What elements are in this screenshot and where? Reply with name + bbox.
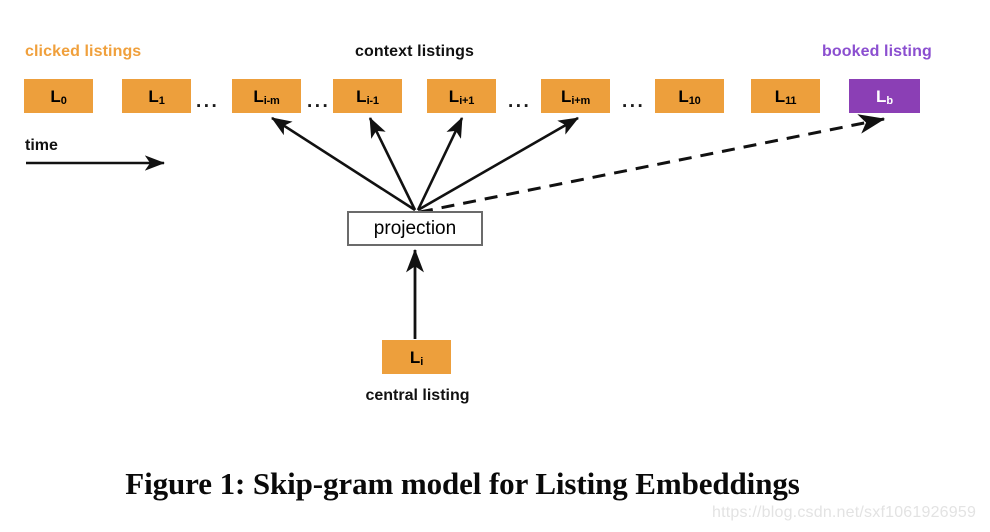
central-listing-label-subscript: i [420, 355, 424, 368]
booked-listing-label: booked listing [822, 43, 932, 60]
listing-label-subscript: b [886, 94, 893, 107]
listing-label-base: L [448, 86, 460, 106]
arrow-projection-to-li+1 [416, 117, 464, 211]
arrow-projection-to-li-1 [368, 117, 417, 211]
arrow-projection-to-li-m [271, 116, 416, 212]
listing-label-base: L [50, 86, 61, 106]
listing-label-base: L [774, 86, 786, 106]
listing-label-subscript: i-1 [366, 94, 379, 107]
clicked-listings-label: clicked listings [25, 43, 142, 60]
listing-label-subscript: i-m [263, 94, 280, 107]
ellipsis-1: ... [196, 91, 220, 112]
ellipsis-3: ... [508, 91, 532, 112]
central-listing-caption: central listing [365, 387, 470, 404]
time-axis-label: time [25, 137, 58, 154]
listing-label-subscript: 11 [785, 94, 797, 107]
arrow-projection-to-lb-dashed [419, 114, 886, 214]
projection-node: projection [347, 211, 483, 246]
context-listings-label: context listings [355, 43, 474, 60]
watermark-text: https://blog.csdn.net/sxf1061926959 [712, 504, 977, 521]
ellipsis-4: ... [622, 91, 646, 112]
listing-label-subscript: 0 [60, 94, 67, 107]
ellipsis-2: ... [307, 91, 331, 112]
listing-label-subscript: 10 [688, 94, 701, 107]
listing-label-subscript: 1 [158, 94, 165, 107]
listing-label-base: L [678, 86, 689, 106]
central-listing-label-base: L [409, 347, 421, 367]
listing-label-base: L [560, 86, 572, 106]
listing-label-subscript: i+m [571, 94, 591, 107]
listing-label-base: L [876, 86, 887, 106]
listing-label-subscript: i+1 [459, 94, 475, 107]
figure-caption: Figure 1: Skip-gram model for Listing Em… [125, 466, 800, 501]
listing-label-base: L [356, 86, 367, 106]
listing-label-base: L [148, 86, 159, 106]
arrow-projection-to-li+m [417, 116, 579, 212]
listing-label-base: L [253, 86, 264, 106]
projection-label: projection [373, 218, 457, 239]
